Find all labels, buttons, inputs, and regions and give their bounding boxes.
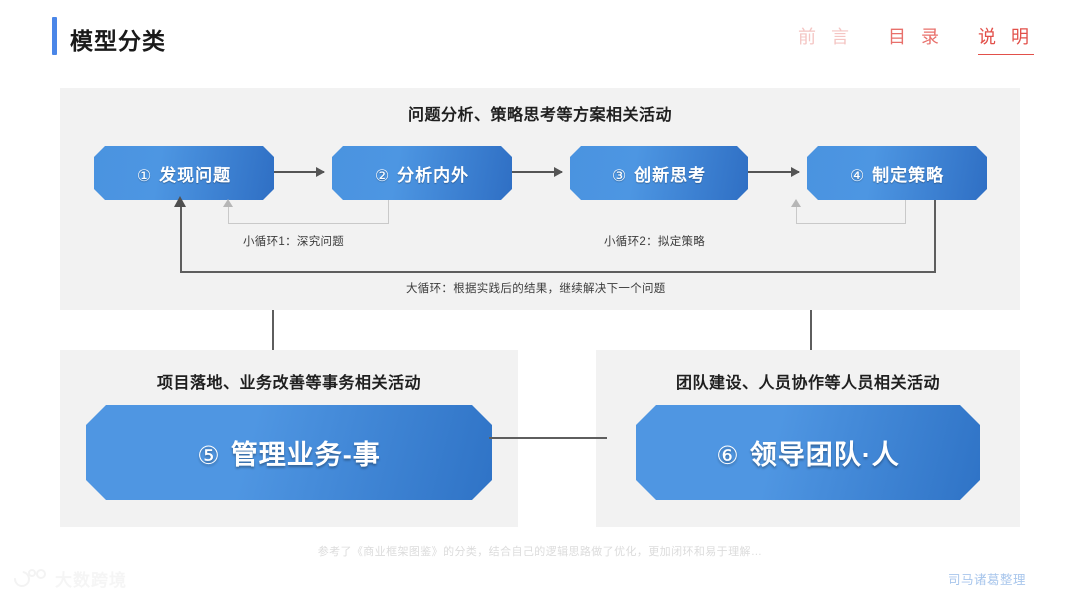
step-box-3[interactable]: ③ 创新思考 <box>570 146 748 200</box>
step-box-4-label: 制定策略 <box>872 165 945 185</box>
step-box-2-label: 分析内外 <box>397 165 470 185</box>
category-box-5-text: ⑤ 管理业务-事 <box>197 433 380 472</box>
arrow-step3-to-step4-icon <box>748 167 800 177</box>
section-nav: 前 言 目 录 说 明 <box>798 23 1034 55</box>
small-loop-2-arrowhead-icon <box>791 199 801 207</box>
step-box-1[interactable]: ① 发现问题 <box>94 146 274 200</box>
bottom-panel-team-title: 团队建设、人员协作等人员相关活动 <box>675 375 940 392</box>
nav-item-contents[interactable]: 目 录 <box>887 27 944 47</box>
step-box-4-text: ④ 制定策略 <box>850 161 944 186</box>
arrow-step2-to-step3-icon <box>512 167 563 177</box>
page-title: 模型分类 <box>70 28 166 54</box>
category-box-6-text: ⑥ 领导团队·人 <box>716 433 899 472</box>
category-box-6-number: ⑥ <box>716 442 740 470</box>
small-loop-1-arrowhead-icon <box>223 199 233 207</box>
category-box-6-label: 领导团队·人 <box>749 440 900 470</box>
category-box-6[interactable]: ⑥ 领导团队·人 <box>636 405 980 500</box>
watermark-label: 大数跨境 <box>55 571 127 590</box>
step-box-1-label: 发现问题 <box>159 165 232 185</box>
small-loop-2-caption: 小循环2：拟定策略 <box>604 236 706 248</box>
watermark: 大数跨境 <box>10 566 127 591</box>
small-loop-1-caption: 小循环1：深究问题 <box>243 236 345 248</box>
title-accent-bar <box>52 17 57 55</box>
footnote-text: 参考了《商业框架图鉴》的分类，结合自己的逻辑思路做了优化，更加闭环和易于理解… <box>317 546 763 558</box>
step-box-3-number: ③ <box>611 167 628 185</box>
step-box-3-text: ③ 创新思考 <box>612 161 706 186</box>
category-box-5[interactable]: ⑤ 管理业务-事 <box>86 405 492 500</box>
connector-between-bottom-panels <box>489 437 607 439</box>
step-box-3-label: 创新思考 <box>634 165 707 185</box>
category-box-5-label: 管理业务-事 <box>230 440 381 470</box>
step-box-1-number: ① <box>136 167 153 185</box>
credit-label: 司马诸葛整理 <box>947 573 1026 587</box>
nav-item-preface[interactable]: 前 言 <box>797 27 854 47</box>
big-loop-caption: 大循环：根据实践后的结果，继续解决下一个问题 <box>406 283 666 295</box>
top-panel-title: 问题分析、策略思考等方案相关活动 <box>407 107 672 124</box>
nav-item-description[interactable]: 说 明 <box>977 23 1034 55</box>
bottom-panel-business-title: 项目落地、业务改善等事务相关活动 <box>156 375 421 392</box>
big-loop-arrowhead-icon <box>174 196 186 207</box>
step-box-4[interactable]: ④ 制定策略 <box>807 146 987 200</box>
bottom-panel-business: 项目落地、业务改善等事务相关活动 ⑤ 管理业务-事 <box>60 350 518 527</box>
step-box-2[interactable]: ② 分析内外 <box>332 146 512 200</box>
arrow-step1-to-step2-icon <box>274 167 325 177</box>
step-box-4-number: ④ <box>849 167 866 185</box>
connector-top-to-left-panel <box>272 310 274 350</box>
bottom-panel-team: 团队建设、人员协作等人员相关活动 ⑥ 领导团队·人 <box>596 350 1020 527</box>
connector-top-to-right-panel <box>810 310 812 350</box>
watermark-logo-icon <box>10 567 48 590</box>
step-box-2-number: ② <box>374 167 391 185</box>
step-box-1-text: ① 发现问题 <box>137 161 231 186</box>
step-box-2-text: ② 分析内外 <box>375 161 469 186</box>
slide-header: 模型分类 前 言 目 录 说 明 <box>0 0 1080 72</box>
category-box-5-number: ⑤ <box>197 442 221 470</box>
